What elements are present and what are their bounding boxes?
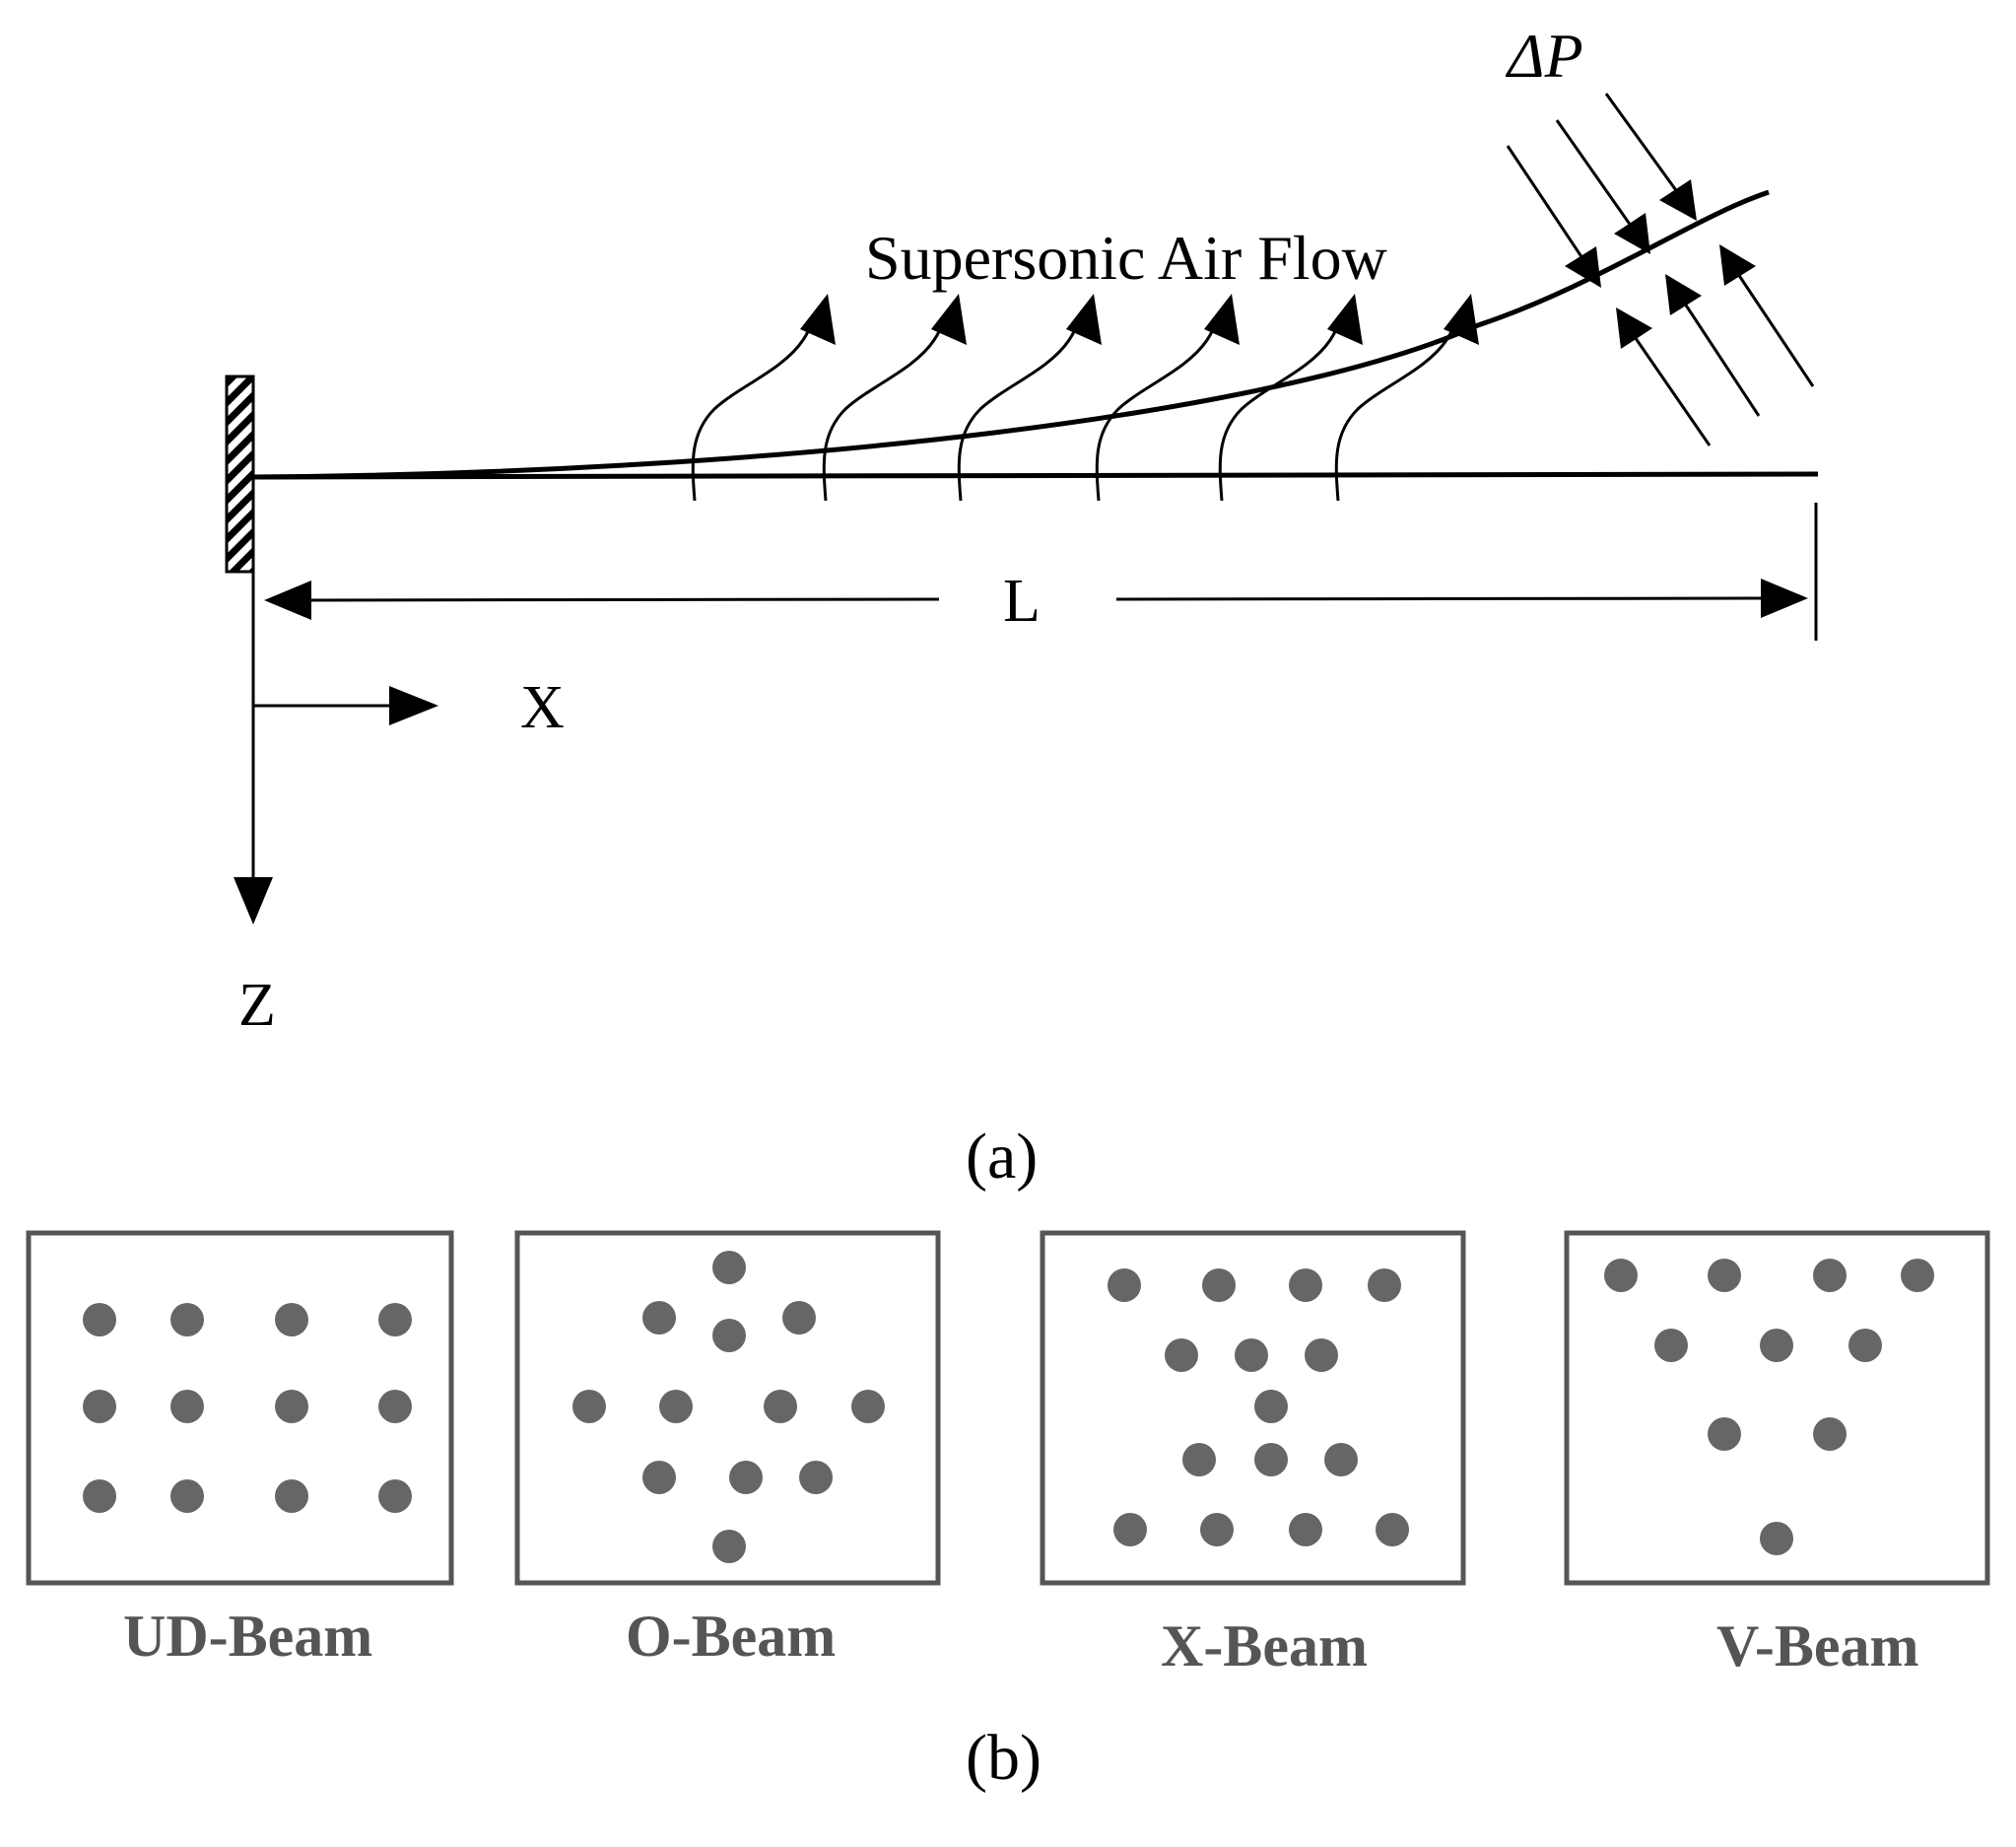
pressure-label: ΔP [1505, 21, 1583, 91]
pressure-arrows [1506, 93, 1815, 446]
z-axis-label: Z [238, 972, 276, 1039]
beam-label: O-Beam [626, 1604, 836, 1669]
flow-arrow [822, 294, 967, 502]
fixed-support [225, 375, 255, 574]
flow-arrow [691, 294, 836, 502]
length-dimension [264, 503, 1818, 641]
panel-b-caption: (b) [966, 1722, 1042, 1794]
x-axis-label: X [520, 674, 565, 741]
length-label: L [1003, 568, 1041, 635]
panel-a-caption: (a) [966, 1121, 1038, 1193]
axes [234, 567, 438, 924]
flow-label: Supersonic Air Flow [865, 223, 1387, 293]
flow-arrow [1334, 294, 1479, 502]
panel-a: Supersonic Air Flow ΔP L [225, 21, 1819, 1193]
fiber-dots [83, 1303, 412, 1513]
fiber-dots [1108, 1268, 1409, 1546]
undeformed-beam [252, 471, 1819, 480]
fiber-dots [1604, 1259, 1934, 1555]
fiber-dots [572, 1251, 885, 1563]
flow-arrow [1095, 294, 1240, 502]
air-flow-arrows [691, 294, 1479, 502]
ud-beam-section: UD-Beam [26, 1230, 454, 1669]
beam-label: UD-Beam [123, 1604, 372, 1669]
v-beam-section: V-Beam [1564, 1230, 1990, 1678]
z-axis-arrowhead [234, 877, 273, 924]
o-beam-section: O-Beam [514, 1230, 941, 1669]
panel-b: UD-Beam O-Beam X-Beam [26, 1230, 1990, 1794]
flow-arrow [1218, 294, 1363, 502]
beam-label: V-Beam [1716, 1613, 1919, 1678]
x-axis-arrowhead [389, 686, 438, 725]
deformed-beam [252, 189, 1770, 480]
x-beam-section: X-Beam [1040, 1230, 1466, 1678]
beam-label: X-Beam [1161, 1613, 1368, 1678]
flow-arrow [957, 294, 1102, 502]
